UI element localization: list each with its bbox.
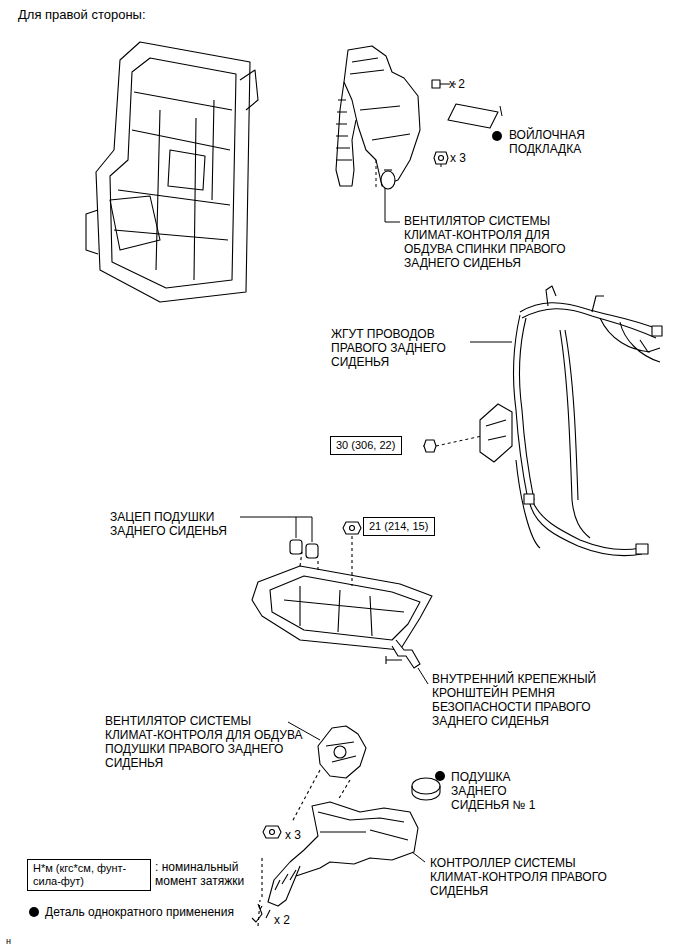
- legend-text: Деталь однократного применения: [45, 905, 234, 919]
- torque-text: Н*м (кгс*см, фунт-сила-фут): [33, 862, 145, 888]
- quantity-mark: x 2: [449, 77, 489, 91]
- leader-line: [418, 668, 428, 684]
- part-name: ВНУТРЕННИЙ КРЕПЕЖНЫЙ КРОНШТЕЙН РЕМНЯ БЕЗ…: [432, 672, 618, 728]
- part-name: ВЕНТИЛЯТОР СИСТЕМЫ КЛИМАТ-КОНТРОЛЯ ДЛЯ О…: [404, 214, 600, 270]
- part-name: КОНТРОЛЛЕР СИСТЕМЫ КЛИМАТ-КОНТРОЛЯ ПРАВО…: [430, 856, 615, 898]
- torque-spec-box: 21 (214, 15): [363, 517, 435, 536]
- figure-code: н: [6, 934, 26, 948]
- leader-line: [240, 517, 312, 542]
- leader-line: [436, 436, 482, 446]
- leader-line: [385, 188, 400, 222]
- part-name: ВЕНТИЛЯТОР СИСТЕМЫ КЛИМАТ-КОНТРОЛЯ ДЛЯ О…: [105, 714, 305, 770]
- leader-line: [500, 106, 502, 116]
- single-use-dot: [29, 907, 39, 917]
- quantity-mark: x 3: [285, 828, 325, 842]
- quantity-mark: x 3: [450, 151, 490, 165]
- leader-line: [423, 446, 424, 447]
- part-name: ЖГУТ ПРОВОДОВ ПРАВОГО ЗАДНЕГО СИДЕНЬЯ: [331, 327, 471, 369]
- part-name: ПОДУШКА ЗАДНЕГО СИДЕНЬЯ № 1: [451, 770, 551, 812]
- part-name: ЗАЦЕП ПОДУШКИ ЗАДНЕГО СИДЕНЬЯ: [110, 510, 255, 538]
- quantity-mark: x 2: [274, 913, 314, 927]
- leader-line: [296, 517, 297, 538]
- torque-text: 21 (214, 15): [369, 520, 429, 533]
- leader-line: [376, 160, 377, 188]
- torque-text: 30 (306, 22): [336, 439, 396, 452]
- part-name: ВОЙЛОЧНАЯ ПОДКЛАДКА: [509, 128, 629, 156]
- part-name: : номинальный момент затяжки: [155, 860, 265, 888]
- page-title: Для правой стороны:: [18, 8, 146, 22]
- torque-spec-box: 30 (306, 22): [330, 436, 402, 455]
- leader-line: [470, 342, 512, 343]
- legend-torque-box: Н*м (кгс*см, фунт-сила-фут): [27, 859, 151, 891]
- leader-line: [441, 164, 442, 170]
- leader-line: [412, 852, 425, 862]
